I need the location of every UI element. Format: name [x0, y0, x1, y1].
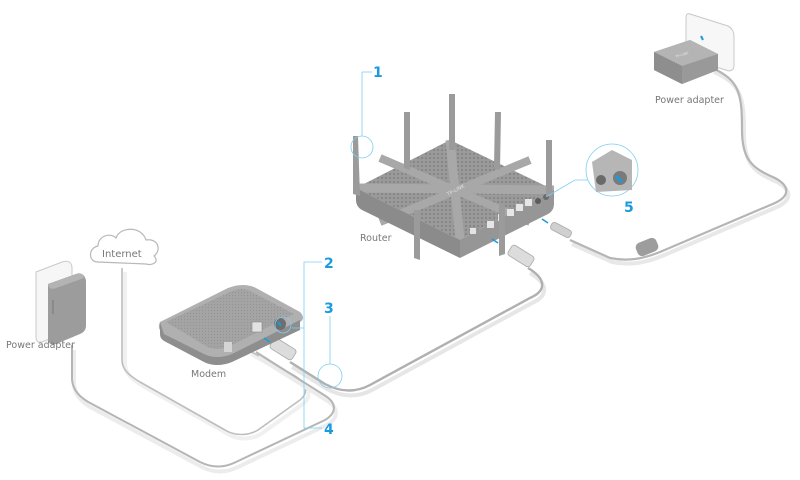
router-power-cable [550, 66, 791, 266]
callout-3: 3 [317, 301, 343, 389]
modem-ethernet-port [251, 321, 263, 333]
callouts: 1 5 2 4 3 [263, 65, 639, 438]
modem-phone-port [224, 342, 232, 352]
internet-label: Internet [102, 249, 142, 260]
callout-3-number: 3 [324, 301, 334, 317]
power-adapter-right: TP-LINK Power adapter [654, 13, 735, 106]
power-adapter-left-label: Power adapter [6, 340, 75, 351]
router-dc-jack [535, 198, 541, 204]
callout-5-number: 5 [624, 200, 634, 216]
callout-1-number: 1 [373, 65, 383, 81]
dc-plug [550, 221, 572, 239]
power-adapter-left: Power adapter [6, 260, 86, 351]
power-adapter-right-label: Power adapter [655, 95, 724, 106]
arrow-icon [541, 218, 549, 224]
router: TP-LINK Router [353, 94, 555, 260]
modem-label: Modem [191, 369, 226, 380]
arrow-icon [491, 238, 499, 244]
adapter-brand: TP-LINK [674, 51, 690, 59]
router-wan-port [487, 221, 494, 228]
ferrite-bead [635, 237, 659, 257]
cables [71, 66, 791, 474]
ethernet-cable [269, 244, 547, 398]
callout-5: 5 [545, 143, 639, 216]
callout-4-number: 4 [324, 422, 334, 438]
router-antennas [353, 94, 552, 260]
callout-2-4-bracket: 2 4 [274, 256, 334, 438]
callout-2-number: 2 [324, 256, 334, 272]
connection-arrows [263, 218, 549, 343]
router-label: Router [360, 233, 392, 244]
arrow-icon [263, 337, 271, 343]
callout-1: 1 [350, 65, 383, 159]
rj45-plug-router [507, 244, 535, 268]
internet-cloud: Internet [89, 228, 159, 266]
modem: Modem [158, 285, 303, 380]
